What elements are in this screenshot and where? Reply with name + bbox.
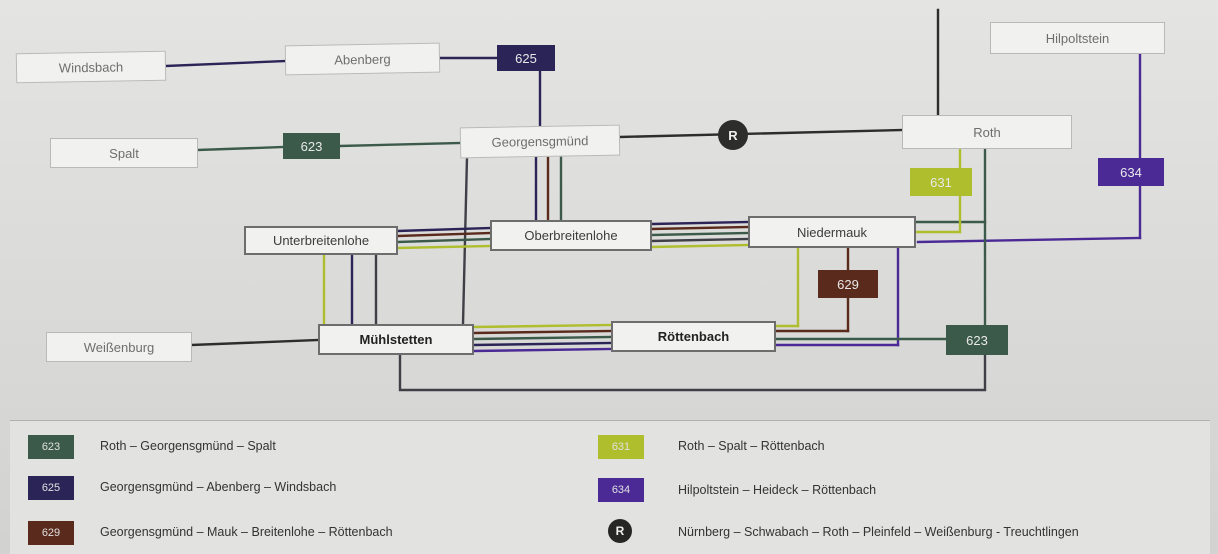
line-ober-nieder-2 bbox=[650, 225, 751, 231]
legend-text-625: Georgensgmünd – Abenberg – Windsbach bbox=[100, 480, 337, 494]
badge-line-631: 631 bbox=[910, 168, 972, 196]
line-unter-ober-1 bbox=[396, 226, 493, 233]
line-623-badge-georgensgmuend bbox=[338, 141, 463, 148]
station-oberbreitenlohe: Oberbreitenlohe bbox=[490, 220, 652, 251]
badge-line-629: 629 bbox=[818, 270, 878, 298]
line-ober-nieder-3 bbox=[650, 231, 751, 237]
line-muehl-roett-4 bbox=[472, 341, 614, 347]
r-train-marker: R bbox=[718, 120, 748, 150]
badge-line-634: 634 bbox=[1098, 158, 1164, 186]
legend-text-631: Roth – Spalt – Röttenbach bbox=[678, 439, 825, 453]
line-634-hilpoltstein-niedermauk bbox=[916, 236, 1142, 244]
line-muehl-roett-3 bbox=[472, 335, 614, 341]
station-abenberg: Abenberg bbox=[284, 42, 441, 76]
station-roth: Roth bbox=[902, 115, 1072, 149]
line-muehl-roett-2 bbox=[472, 329, 614, 335]
station-windsbach: Windsbach bbox=[15, 50, 167, 84]
station-muehlstetten: Mühlstetten bbox=[318, 324, 474, 355]
station-hilpoltstein: Hilpoltstein bbox=[990, 22, 1165, 54]
line-ober-nieder-5 bbox=[650, 243, 751, 249]
legend-text-634: Hilpoltstein – Heideck – Röttenbach bbox=[678, 483, 877, 497]
legend-badge-r: R bbox=[608, 519, 632, 543]
badge-line-623-roth: 623 bbox=[946, 325, 1008, 355]
legend-text-629: Georgensgmünd – Mauk – Breitenlohe – Röt… bbox=[100, 525, 393, 539]
line-unter-ober-3 bbox=[396, 237, 493, 244]
line-unter-ober-2 bbox=[396, 231, 493, 238]
badge-line-625: 625 bbox=[497, 45, 555, 71]
line-unter-ober-4 bbox=[396, 244, 493, 250]
station-spalt: Spalt bbox=[50, 138, 198, 168]
legend-badge-631: 631 bbox=[598, 435, 644, 459]
badge-line-623-spalt: 623 bbox=[283, 133, 340, 159]
legend-text-623: Roth – Georgensgmünd – Spalt bbox=[100, 439, 276, 453]
line-ober-nieder-4 bbox=[650, 237, 751, 243]
station-unterbreitenlohe: Unterbreitenlohe bbox=[244, 226, 398, 255]
route-lines bbox=[164, 8, 1142, 392]
station-niedermauk: Niedermauk bbox=[748, 216, 916, 248]
line-r-georgensgmuend-roth bbox=[618, 128, 905, 139]
station-georgensgmuend: Georgensgmünd bbox=[459, 124, 621, 159]
line-r-weissenburg-muehlstetten bbox=[190, 338, 320, 347]
legend-text-r: Nürnberg – Schwabach – Roth – Pleinfeld … bbox=[678, 525, 1079, 539]
legend-badge-625: 625 bbox=[28, 476, 74, 500]
line-ober-nieder-1 bbox=[650, 220, 751, 226]
legend-badge-629: 629 bbox=[28, 521, 74, 545]
line-623-spalt-badge bbox=[196, 145, 285, 152]
station-roettenbach: Röttenbach bbox=[611, 321, 776, 352]
line-r-bottom-loop bbox=[398, 351, 987, 392]
station-weissenburg: Weißenburg bbox=[46, 332, 192, 362]
legend: 623 Roth – Georgensgmünd – Spalt 625 Geo… bbox=[10, 420, 1210, 554]
legend-badge-634: 634 bbox=[598, 478, 644, 502]
legend-badge-623: 623 bbox=[28, 435, 74, 459]
line-muehl-roett-5 bbox=[472, 347, 614, 353]
line-muehl-roett-1 bbox=[472, 323, 614, 329]
line-625-windsbach-abenberg bbox=[164, 59, 288, 68]
